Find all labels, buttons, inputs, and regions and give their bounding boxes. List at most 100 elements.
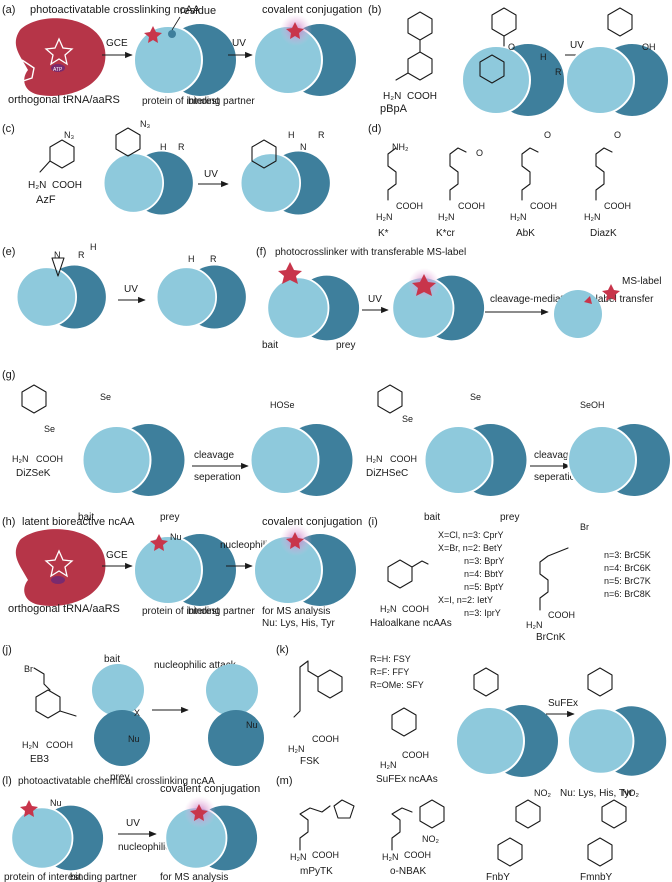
d-name-1: K*cr xyxy=(436,228,456,239)
svg-text:UV: UV xyxy=(368,294,382,305)
panel-d-label: (d) xyxy=(368,123,381,135)
panel-b: (b) H₂N COOH pBpA O H R UV OH xyxy=(368,4,669,117)
svg-text:Nu: Lys, His, Tyr: Nu: Lys, His, Tyr xyxy=(262,618,335,629)
prey-j1 xyxy=(94,710,150,766)
svg-text:seperation: seperation xyxy=(194,472,241,483)
trna-icon xyxy=(13,59,35,83)
svg-text:H₂N: H₂N xyxy=(366,454,383,464)
svg-text:R: R xyxy=(555,67,562,77)
fsk-name: FSK xyxy=(300,756,320,767)
i-list2-2: n=5: BrC7K xyxy=(604,576,651,586)
svg-text:O: O xyxy=(544,130,551,140)
svg-text:UV: UV xyxy=(570,40,584,51)
i-list-3: n=4: BbtY xyxy=(464,569,504,579)
m-name-3: FmnbY xyxy=(580,872,613,882)
svg-text:bait: bait xyxy=(78,512,94,523)
svg-text:covalent conjugation: covalent conjugation xyxy=(160,783,260,795)
prey-j2 xyxy=(208,710,264,766)
panel-d: (d) NH₂ H₂N COOH K* O H₂N COOH K*cr O H₂… xyxy=(368,123,631,239)
svg-text:nucleophilic attack: nucleophilic attack xyxy=(154,660,237,671)
svg-text:COOH: COOH xyxy=(36,454,63,464)
svg-text:binding partner: binding partner xyxy=(70,872,137,882)
panel-j: (j) Br H₂N COOH EB3 bait prey X Nu nucle… xyxy=(2,644,264,783)
svg-text:O: O xyxy=(508,42,515,52)
svg-text:NO₂: NO₂ xyxy=(534,788,552,798)
panel-b-label: (b) xyxy=(368,4,381,16)
protein-pair-k1 xyxy=(454,703,560,779)
panel-l: (l) photoactivatable chemical crosslinki… xyxy=(2,775,260,882)
panel-j-label: (j) xyxy=(2,644,12,656)
k-nu-list: Nu: Lys, His, Tyr xyxy=(560,788,633,799)
d-name-3: DiazK xyxy=(590,228,617,239)
svg-text:prey: prey xyxy=(110,772,129,783)
panel-m: (m) H₂N COOH mPyTK NO₂ H₂N COOH o-NBAK N… xyxy=(276,775,640,882)
panel-k: (k) H₂N COOH FSK R=H: FSY R=F: FFY R=OMe… xyxy=(276,644,668,799)
bait-j1 xyxy=(92,664,144,716)
panel-e-label: (e) xyxy=(2,246,15,258)
panel-i: (i) H₂N COOH Haloalkane ncAAs X=Cl, n=3:… xyxy=(368,516,651,643)
svg-text:COOH: COOH xyxy=(396,201,423,211)
svg-text:H₂N: H₂N xyxy=(380,604,397,614)
trna-label: orthogonal tRNA/aaRS xyxy=(8,94,120,106)
svg-text:prey: prey xyxy=(336,340,355,351)
protein-pair-e2 xyxy=(155,264,247,330)
svg-text:H₂N: H₂N xyxy=(526,620,543,630)
svg-text:prey: prey xyxy=(500,512,519,523)
residue-dot xyxy=(168,30,176,38)
svg-text:bait: bait xyxy=(262,340,278,351)
svg-text:prey: prey xyxy=(160,512,179,523)
svg-text:covalent conjugation: covalent conjugation xyxy=(262,516,362,528)
panel-h-label: (h) xyxy=(2,516,15,528)
panel-e: (e) N R H UV H R xyxy=(2,242,247,330)
svg-text:Nu: Nu xyxy=(50,798,62,808)
svg-text:R: R xyxy=(178,142,185,152)
svg-text:orthogonal tRNA/aaRS: orthogonal tRNA/aaRS xyxy=(8,603,120,615)
svg-text:COOH: COOH xyxy=(402,604,429,614)
protein-pair-b1 xyxy=(461,43,565,117)
haloalkane-name: Haloalkane ncAAs xyxy=(370,618,452,629)
svg-text:N₃: N₃ xyxy=(140,119,150,129)
protein-pair-b2 xyxy=(565,43,669,117)
svg-text:H₂N: H₂N xyxy=(12,454,29,464)
svg-text:cleavage: cleavage xyxy=(194,450,234,461)
svg-text:H: H xyxy=(540,52,547,62)
panel-f: (f) photocrosslinker with transferable M… xyxy=(256,246,661,351)
svg-text:COOH: COOH xyxy=(52,180,82,191)
d-name-0: K* xyxy=(378,228,389,239)
svg-text:H₂N: H₂N xyxy=(28,180,46,191)
protein-pair-c1 xyxy=(102,150,194,216)
svg-text:X: X xyxy=(134,708,140,718)
atp-icon xyxy=(51,64,65,72)
svg-text:Se: Se xyxy=(402,414,413,424)
svg-text:COOH: COOH xyxy=(407,91,437,102)
svg-text:nucleophilic attack: nucleophilic attack xyxy=(220,540,303,551)
svg-text:H₂N: H₂N xyxy=(382,852,399,862)
panel-a-title: photoactivatable crosslinking ncAA xyxy=(30,4,201,16)
aars-enzyme xyxy=(15,18,106,96)
d-name-2: AbK xyxy=(516,228,535,239)
svg-text:nucleophilic attack: nucleophilic attack xyxy=(118,842,201,853)
crosslink-star-icon xyxy=(286,22,304,39)
panel-a-label: (a) xyxy=(2,4,15,16)
i-list2-3: n=6: BrC8K xyxy=(604,589,651,599)
panel-g: (g) Se H₂N COOH DiZSeK Se bait prey clea… xyxy=(2,369,671,523)
svg-text:COOH: COOH xyxy=(312,850,339,860)
panel-a: (a) photoactivatable crosslinking ncAA A… xyxy=(2,4,362,107)
m-name-1: o-NBAK xyxy=(390,866,426,877)
svg-text:OH: OH xyxy=(642,42,656,52)
panel-l-label: (l) xyxy=(2,775,12,787)
panel-h: (h) latent bioreactive ncAA orthogonal t… xyxy=(2,516,362,629)
protein-pair-g3 xyxy=(423,422,528,498)
i-list-6: n=3: IprY xyxy=(464,608,501,618)
svg-text:SeOH: SeOH xyxy=(580,400,605,410)
protein-pair-e1 xyxy=(15,264,107,330)
partner-label-a: binding partner xyxy=(188,96,255,107)
uv-label-a: UV xyxy=(232,38,246,49)
panel-c: (c) N₃ H₂N COOH AzF N₃ H R UV H N R xyxy=(2,119,331,216)
svg-text:COOH: COOH xyxy=(548,610,575,620)
i-list-1: X=Br, n=2: BetY xyxy=(438,543,503,553)
ncaa-star-icon xyxy=(144,26,162,43)
i-list2-1: n=4: BrC6K xyxy=(604,563,651,573)
svg-text:HOSe: HOSe xyxy=(270,400,295,410)
